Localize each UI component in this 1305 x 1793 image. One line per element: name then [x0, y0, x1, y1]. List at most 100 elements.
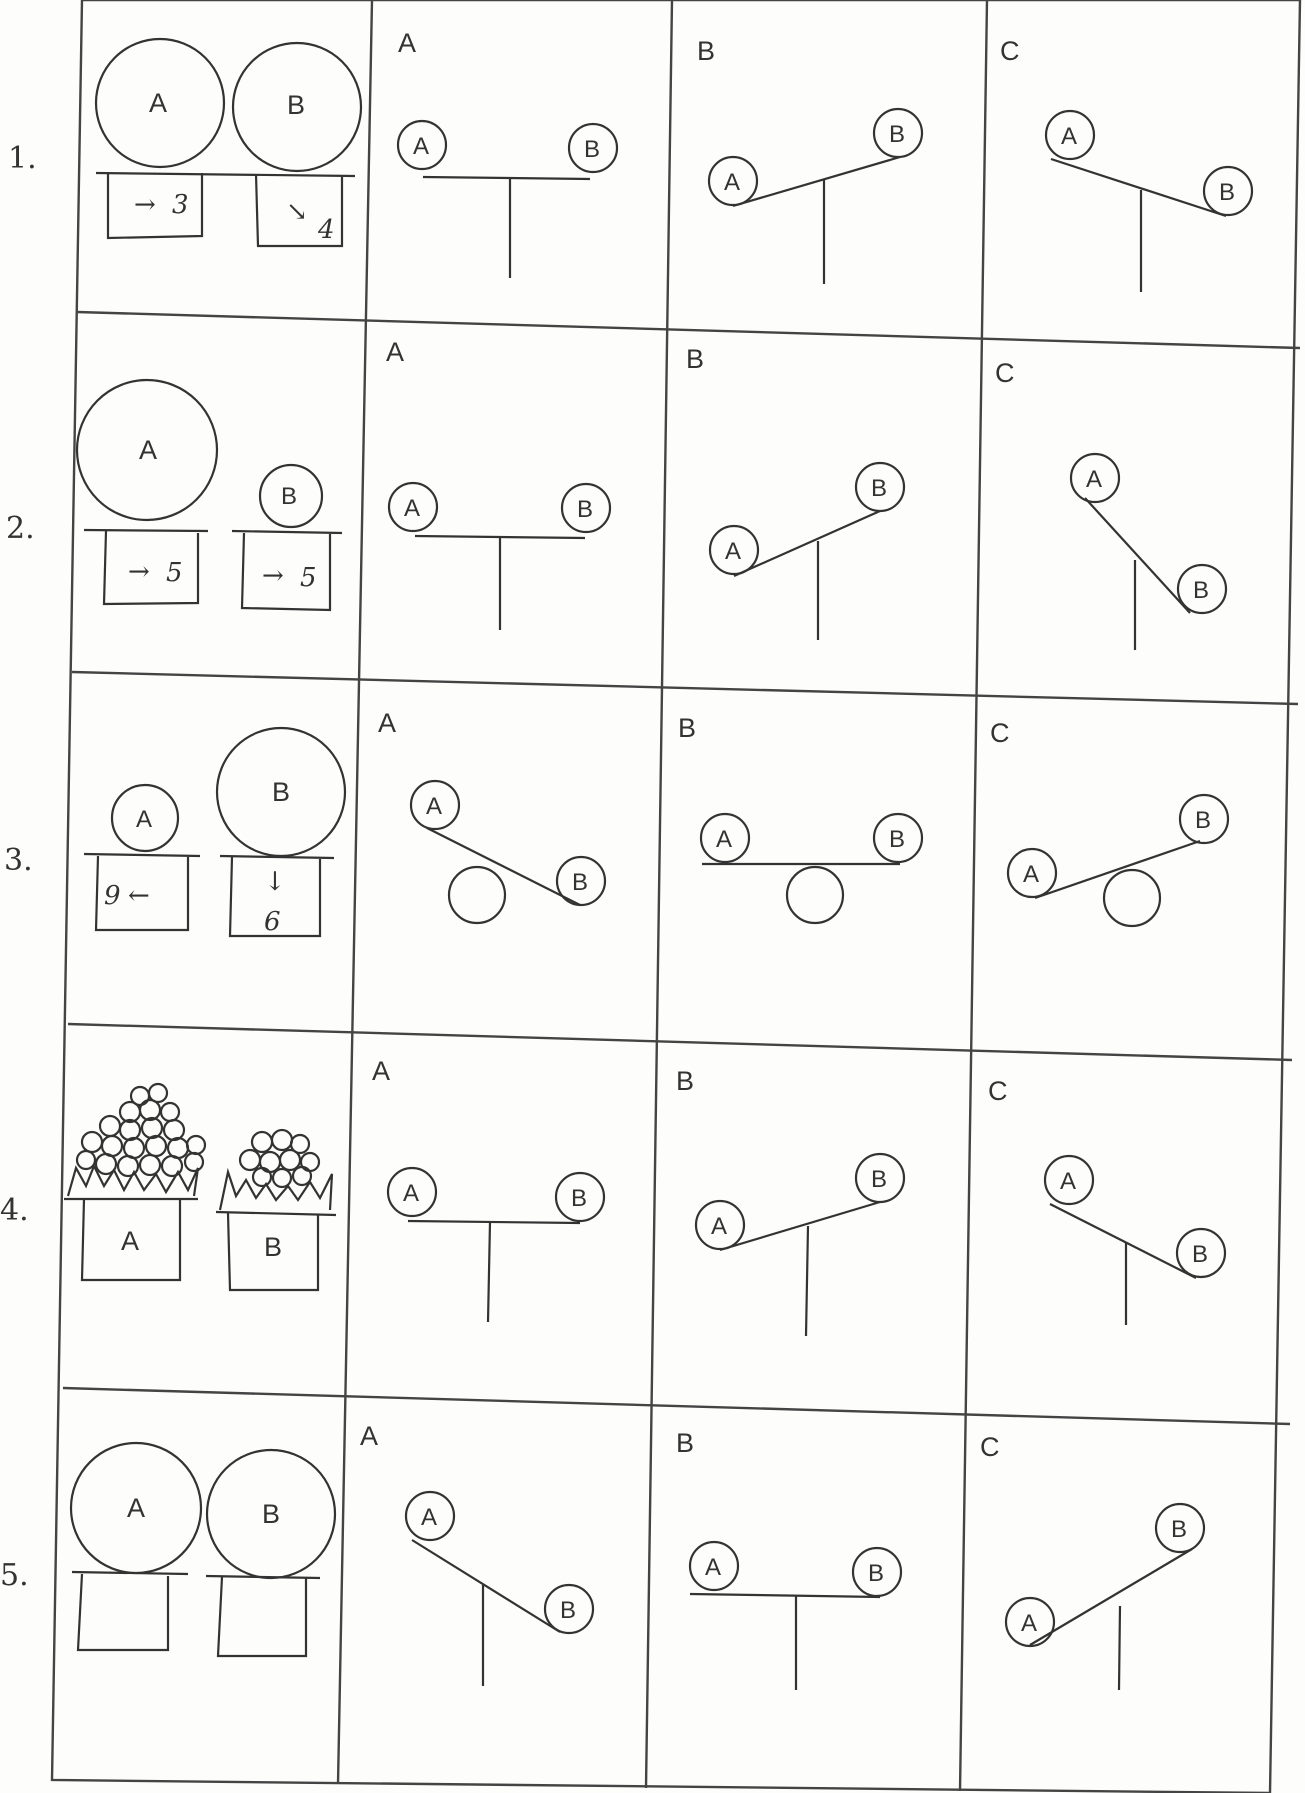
box-a	[104, 531, 198, 604]
ball-b-label: B	[889, 826, 905, 853]
ball-a-label: A	[149, 88, 167, 118]
grid-outer-border	[52, 0, 1300, 1793]
ball-b-label: B	[1219, 179, 1235, 206]
box-a-arrow: →	[128, 557, 150, 587]
balance-post	[1119, 1606, 1120, 1690]
box-a-arrow: →	[134, 190, 156, 220]
option-letter: C	[990, 718, 1010, 748]
row-3-option-a[interactable]: A A B	[378, 708, 605, 923]
ball-b-label: B	[1193, 577, 1209, 604]
row-1-option-c[interactable]: C A B	[1000, 36, 1252, 292]
ball-b-label: B	[868, 1560, 884, 1587]
row-3-stimulus: A B 9 ← ↓ 6	[84, 728, 345, 937]
ball-a-label: A	[404, 495, 420, 522]
box-b	[242, 533, 330, 610]
row-number: 3.	[4, 843, 33, 878]
row-3-option-c[interactable]: C A B	[990, 718, 1228, 926]
option-letter: C	[980, 1432, 1000, 1462]
row-5-option-b[interactable]: B A B	[676, 1428, 901, 1690]
box-b-arrow: ↘	[286, 197, 308, 227]
ball-b-label: B	[871, 475, 887, 502]
box-a-arrow: ←	[128, 881, 150, 911]
row-1-option-b[interactable]: B A B	[697, 36, 922, 284]
option-letter: B	[678, 713, 696, 743]
grid-column-line	[338, 0, 372, 1784]
grid-row-line	[63, 1388, 1290, 1424]
row-4-option-a[interactable]: A A B	[372, 1056, 604, 1322]
balance-beam	[1035, 841, 1200, 898]
row-number: 1.	[8, 141, 37, 176]
ball-a-label: A	[136, 806, 152, 833]
option-letter: A	[378, 708, 396, 738]
row-1-option-a[interactable]: A A B	[398, 28, 617, 278]
balance-beam	[1050, 1204, 1196, 1278]
shelf-line	[206, 1576, 320, 1578]
ball-b-label: B	[889, 121, 905, 148]
box-a-label: A	[121, 1226, 139, 1256]
balance-beam	[690, 1594, 880, 1597]
shelf-line	[84, 530, 208, 531]
ball-a-label: A	[725, 538, 741, 565]
ball-b-label: B	[560, 1597, 576, 1624]
ball-a-label: A	[705, 1554, 721, 1581]
ball-a-label: A	[1086, 466, 1102, 493]
ball-b-label: B	[1192, 1241, 1208, 1268]
row-5-option-a[interactable]: A A B	[360, 1421, 593, 1686]
ball-a-label: A	[716, 826, 732, 853]
ball-a-label: A	[1023, 861, 1039, 888]
row-4-stimulus: A B	[64, 1084, 336, 1290]
row-4-option-c[interactable]: C A B	[988, 1076, 1225, 1325]
ball-a-label: A	[1021, 1610, 1037, 1637]
flower-cluster-b	[220, 1130, 332, 1210]
ball-a-label: A	[724, 169, 740, 196]
ball-a-label: A	[426, 793, 442, 820]
shelf-line	[84, 854, 200, 856]
ball-a-label: A	[1060, 1168, 1076, 1195]
fulcrum-ball	[787, 867, 843, 923]
row-2-option-a[interactable]: A A B	[386, 337, 610, 630]
balance-beam	[408, 1221, 580, 1223]
ball-a-label: A	[403, 1180, 419, 1207]
row-4-option-b[interactable]: B A B	[676, 1066, 904, 1336]
row-2-option-c[interactable]: C A B	[995, 358, 1226, 650]
ball-a-label: A	[139, 435, 157, 465]
fulcrum-ball	[1104, 870, 1160, 926]
option-letter: A	[360, 1421, 378, 1451]
option-letter: A	[398, 28, 416, 58]
balance-beam	[415, 536, 585, 538]
box-b-label: B	[264, 1232, 282, 1262]
row-3-option-b[interactable]: B A B	[678, 713, 922, 923]
grid-column-line	[646, 0, 672, 1788]
row-number: 2.	[6, 511, 35, 546]
ball-a-label: A	[413, 133, 429, 160]
grid-row-line	[72, 672, 1298, 704]
row-5-option-c[interactable]: C A B	[980, 1432, 1204, 1690]
box-a	[78, 1574, 168, 1650]
fulcrum-ball	[449, 867, 505, 923]
option-letter: B	[697, 36, 715, 66]
box-b-value: 5	[300, 563, 317, 593]
grid-row-line	[68, 1024, 1292, 1060]
shelf-line	[72, 1572, 188, 1574]
ball-b-label: B	[1195, 807, 1211, 834]
option-letter: C	[995, 358, 1015, 388]
box-a-value: 3	[172, 190, 189, 220]
option-letter: C	[988, 1076, 1008, 1106]
ball-a-label: A	[421, 1504, 437, 1531]
row-2-option-b[interactable]: B A B	[686, 344, 904, 640]
balance-beam	[734, 511, 880, 576]
ball-b-label: B	[572, 869, 588, 896]
row-2-stimulus: A B → 5 → 5	[77, 380, 342, 610]
shelf-line	[96, 173, 355, 176]
option-letter: B	[686, 344, 704, 374]
shelf-line	[220, 856, 334, 858]
grid-column-line	[960, 0, 987, 1791]
ball-a-label: A	[711, 1213, 727, 1240]
balance-beam	[412, 1540, 560, 1632]
ball-a-label: A	[1061, 123, 1077, 150]
shelf-line	[232, 531, 342, 533]
balance-beam	[1030, 1549, 1192, 1645]
row-number: 4.	[0, 1193, 29, 1228]
ball-b-label: B	[577, 496, 593, 523]
